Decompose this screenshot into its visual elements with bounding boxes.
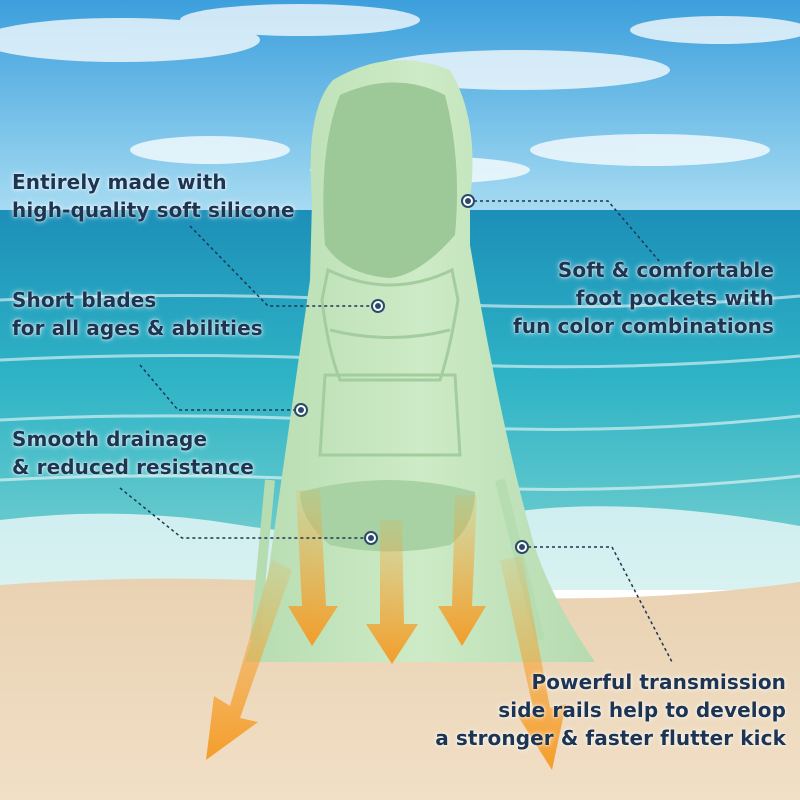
fin-rib — [318, 373, 462, 457]
callout-drainage-line-1: Smooth drainage — [12, 427, 208, 451]
leader-side-rails — [522, 546, 673, 663]
callout-foot-pockets-line-2: foot pockets with — [575, 286, 774, 310]
callout-silicone-line-1: Entirely made with — [12, 170, 227, 194]
leader-lines — [119, 200, 673, 663]
drain-hole — [300, 480, 475, 552]
water-flow-arrow — [366, 520, 418, 664]
callout-side-rails-line-1: Powerful transmission — [531, 670, 786, 694]
callout-foot-pockets-line-1: Soft & comfortable — [557, 258, 774, 282]
callout-silicone-line-2: high-quality soft silicone — [12, 198, 295, 222]
callout-foot-pockets-line-3: fun color combinations — [513, 314, 774, 338]
callout-side-rails-line-2: side rails help to develop — [498, 698, 786, 722]
callout-drainage: Smooth drainage & reduced resistance — [12, 425, 254, 481]
leader-foot-pockets — [468, 200, 661, 263]
callout-side-rails-line-3: a stronger & faster flutter kick — [435, 726, 786, 750]
fin-crease — [329, 328, 451, 339]
water-flow-arrows — [206, 490, 566, 770]
callout-side-rails: Powerful transmission side rails help to… — [435, 668, 786, 752]
fin-panel — [320, 267, 460, 382]
callout-drainage-line-2: & reduced resistance — [12, 455, 254, 479]
leader-short-blades — [139, 364, 300, 411]
water-flow-arrow — [206, 560, 292, 760]
swim-fin — [245, 60, 595, 662]
callout-short-blades-line-1: Short blades — [12, 288, 157, 312]
leader-drainage — [119, 487, 370, 539]
callout-short-blades: Short blades for all ages & abilities — [12, 286, 263, 342]
foot-pocket-opening — [323, 82, 458, 278]
water-flow-arrow — [500, 556, 566, 770]
leader-silicone — [189, 225, 378, 307]
callout-silicone: Entirely made with high-quality soft sil… — [12, 168, 295, 224]
callout-short-blades-line-2: for all ages & abilities — [12, 316, 263, 340]
callout-foot-pockets: Soft & comfortable foot pockets with fun… — [513, 256, 774, 340]
sand — [0, 578, 800, 800]
water-flow-arrow — [438, 495, 486, 646]
callout-dots — [294, 194, 529, 554]
water-flow-arrow — [288, 490, 338, 646]
